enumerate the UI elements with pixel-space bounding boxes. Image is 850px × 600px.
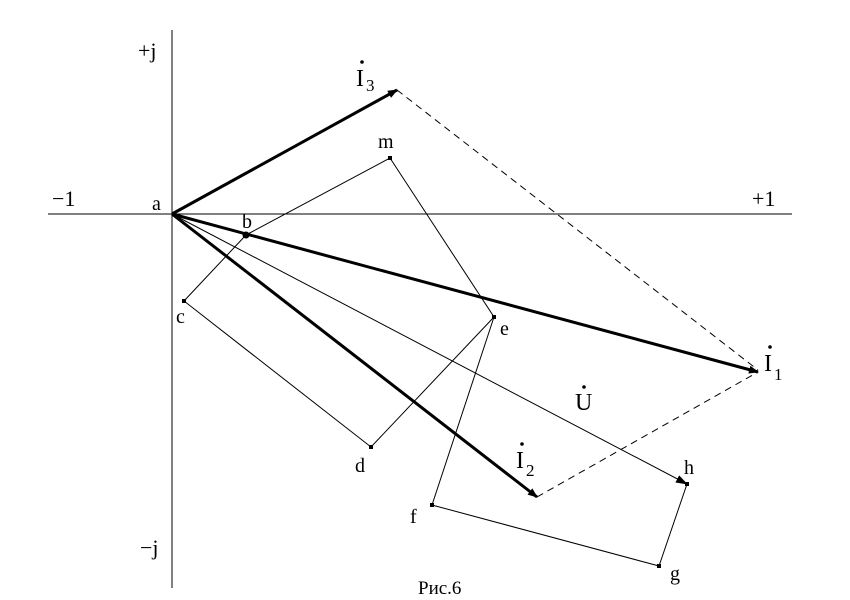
axis-label-pos-real: +1 bbox=[752, 186, 775, 211]
dot-over-I2 bbox=[520, 442, 524, 446]
axis-label-pos-imag: +j bbox=[138, 38, 157, 63]
point-d bbox=[369, 445, 373, 449]
vector-label-I3-sub: 3 bbox=[366, 76, 375, 95]
dashed-line-i3-i1 bbox=[396, 89, 759, 371]
axis-label-neg-imag: −j bbox=[140, 535, 159, 560]
vector-label-I1-symbol: I bbox=[764, 351, 772, 377]
vector-I3 bbox=[171, 88, 398, 216]
vector-label-I1-sub: 1 bbox=[774, 365, 783, 384]
vector-label-I2: I 2 bbox=[516, 442, 535, 480]
dashed-line-i2-i1 bbox=[536, 371, 759, 498]
axis-label-neg-real: −1 bbox=[52, 186, 75, 211]
vector-label-I3: I 3 bbox=[356, 60, 375, 95]
dot-over-I3 bbox=[360, 60, 364, 64]
point-label-e: e bbox=[500, 318, 509, 340]
vector-label-I2-symbol: I bbox=[516, 448, 524, 474]
polygon-b-m-e-f-g-h bbox=[245, 157, 688, 567]
point-label-a: a bbox=[152, 193, 161, 215]
point-label-h: h bbox=[684, 457, 694, 479]
point-e bbox=[492, 315, 496, 319]
vector-label-I2-sub: 2 bbox=[526, 461, 535, 480]
vector-label-I3-symbol: I bbox=[356, 66, 364, 92]
vector-U bbox=[171, 213, 688, 485]
figure-caption: Рис.6 bbox=[418, 578, 461, 599]
point-m bbox=[388, 156, 392, 160]
point-b bbox=[242, 231, 250, 239]
point-g bbox=[657, 564, 661, 568]
vector-label-U: U bbox=[575, 385, 592, 416]
point-label-c: c bbox=[176, 306, 185, 328]
point-label-g: g bbox=[670, 563, 680, 585]
polygon-b-c-d-e bbox=[183, 234, 495, 448]
vector-label-U-symbol: U bbox=[575, 390, 592, 416]
vector-I2 bbox=[171, 212, 538, 499]
vector-label-I1: I 1 bbox=[764, 345, 783, 384]
dot-over-U bbox=[582, 385, 586, 389]
point-label-m: m bbox=[378, 131, 394, 153]
point-c bbox=[182, 299, 186, 303]
point-h bbox=[685, 482, 689, 486]
dot-over-I1 bbox=[768, 345, 772, 349]
vector-I1 bbox=[171, 212, 759, 374]
point-label-d: d bbox=[355, 455, 365, 477]
point-label-f: f bbox=[410, 506, 417, 528]
point-f bbox=[430, 503, 434, 507]
point-label-b: b bbox=[242, 211, 252, 233]
